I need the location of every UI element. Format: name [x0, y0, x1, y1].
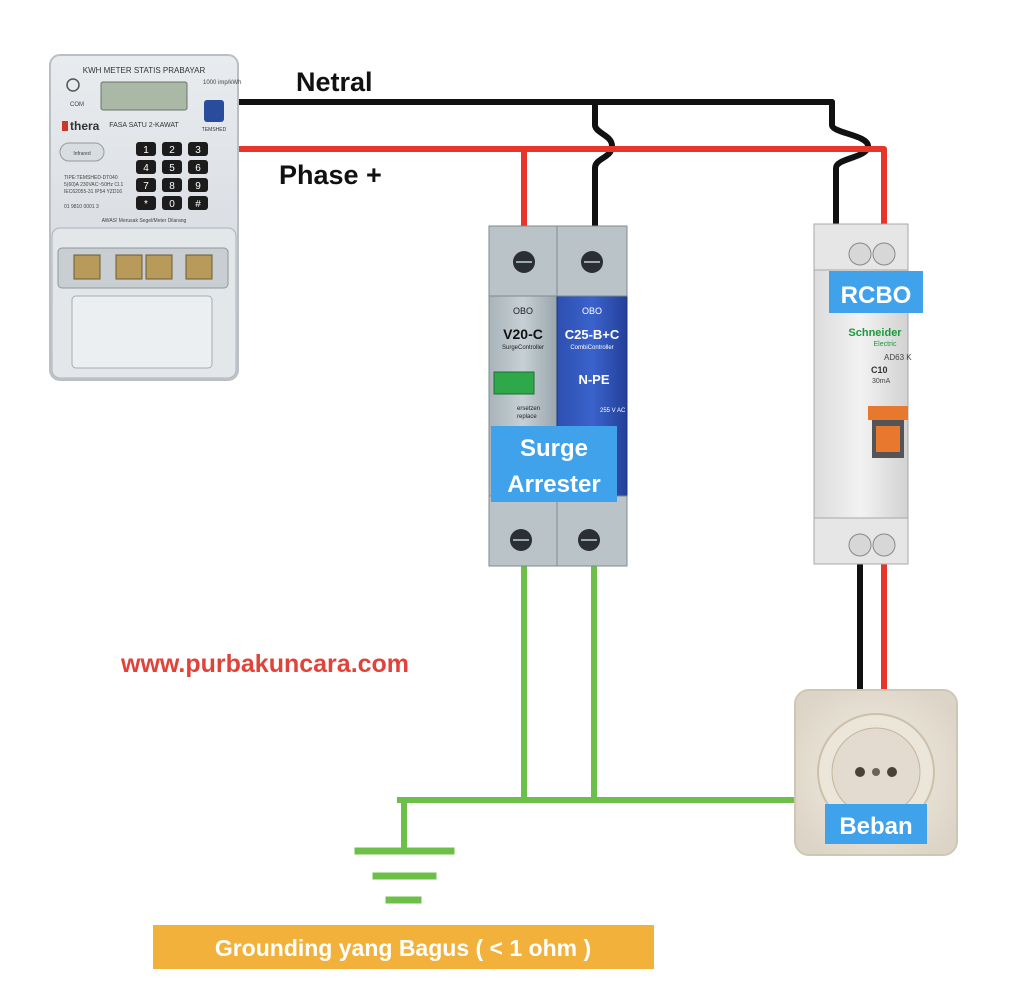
keypad-key[interactable]: [162, 178, 182, 192]
keypad-key-label: 6: [195, 163, 201, 174]
sa-left-model: V20-C: [503, 326, 543, 342]
rcbo-tag-text: RCBO: [841, 282, 912, 309]
keypad-key[interactable]: [162, 142, 182, 156]
neutral-label: Netral: [296, 67, 373, 97]
rcbo-sensitivity: 30mA: [872, 378, 891, 385]
keypad-key-label: #: [195, 199, 201, 210]
keypad-key[interactable]: [136, 196, 156, 210]
surge-tag-line2: Arrester: [507, 471, 600, 498]
keypad-key-label: 5: [169, 163, 175, 174]
keypad-key[interactable]: [136, 160, 156, 174]
phase-wire: [233, 146, 887, 231]
website-link[interactable]: www.purbakuncara.com: [120, 650, 409, 678]
sa-left-text2: replace: [517, 414, 537, 420]
meter-subheader: FASA SATU 2-KAWAT: [109, 122, 179, 129]
sa-brand-right: OBO: [582, 306, 602, 316]
keypad-key-label: 1: [143, 145, 149, 156]
rcbo-toggle-lever: [868, 406, 908, 420]
sa-brand-left: OBO: [513, 306, 533, 316]
sa-left-text1: ersetzen: [517, 406, 540, 412]
keypad-key[interactable]: [188, 160, 208, 174]
meter-header: KWH METER STATIS PRABAYAR: [83, 66, 206, 75]
meter-brand: thera: [70, 119, 100, 133]
rcbo-brand-sub: Electric: [874, 341, 897, 348]
meter-keypad: 1 2 3 4 5 6 7 8 9 * 0 #: [136, 142, 208, 210]
keypad-key[interactable]: [188, 196, 208, 210]
ground-symbol: [354, 847, 455, 904]
keypad-key[interactable]: [136, 142, 156, 156]
meter-type-line1: TIPE:TEMSHED-DT040: [64, 175, 118, 181]
sa-right-spec: 255 V AC: [600, 408, 626, 414]
rcbo-tag: RCBO: [829, 271, 923, 313]
surge-tag-line1: Surge: [520, 435, 588, 462]
keypad-key-label: 3: [195, 145, 201, 156]
surge-arrester-tag: Surge Arrester: [491, 426, 617, 502]
rcbo-brand: Schneider: [848, 327, 902, 339]
grounding-note: Grounding yang Bagus ( < 1 ohm ): [153, 925, 654, 969]
sa-left-sub: SurgeController: [502, 345, 544, 351]
sa-right-sub: CombiController: [570, 345, 613, 351]
keypad-key[interactable]: [188, 142, 208, 156]
keypad-key[interactable]: [136, 178, 156, 192]
terminal-cover: [71, 295, 213, 369]
surge-arrester: OBO OBO V20-C SurgeController C25-B+C Co…: [488, 225, 628, 567]
keypad-key[interactable]: [162, 196, 182, 210]
keypad-key-label: 2: [169, 145, 175, 156]
rcbo-rating: C10: [871, 365, 888, 375]
keypad-key-label: 4: [143, 163, 149, 174]
kwh-meter: KWH METER STATIS PRABAYAR COM 1000 imp/k…: [49, 54, 241, 381]
grounding-note-text: Grounding yang Bagus ( < 1 ohm ): [215, 935, 591, 961]
rcbo-model: AD63 K: [884, 353, 912, 362]
manufacturer-logo: [204, 100, 224, 122]
imp-label: 1000 imp/kWh: [203, 80, 241, 86]
load-tag-text: Beban: [839, 813, 912, 840]
infrared-port: [59, 142, 105, 162]
keypad-key[interactable]: [162, 160, 182, 174]
load-wires: [857, 564, 887, 690]
meter-lcd: [100, 81, 188, 111]
keypad-key[interactable]: [188, 178, 208, 192]
infrared-label: Infrared: [73, 151, 90, 157]
meter-type-line2: 5(60)A 230VAC~50Hz Cl.1: [64, 182, 123, 188]
meter-warning: AWAS! Merusak Segel/Meter Dilarang: [102, 218, 187, 224]
sa-right-model: C25-B+C: [565, 327, 620, 342]
meter-terminals: [57, 247, 229, 289]
status-window: [493, 371, 535, 395]
sa-right-mode: N-PE: [578, 372, 609, 387]
keypad-key-label: *: [144, 199, 148, 210]
terminal-screw-icon: [510, 251, 603, 551]
keypad-key-label: 7: [143, 181, 149, 192]
keypad-key-label: 0: [169, 199, 175, 210]
manufacturer-name: TEMSHED: [202, 127, 227, 133]
keypad-key-label: 8: [169, 181, 175, 192]
phase-label: Phase +: [279, 160, 382, 190]
ground-wire: [397, 563, 809, 851]
antenna-icon: [66, 78, 80, 92]
brand-mark: [62, 121, 68, 131]
com-label: COM: [70, 102, 84, 108]
meter-serial: 01 9810 0001 3: [64, 204, 99, 210]
keypad-key-label: 9: [195, 181, 201, 192]
load-tag: Beban: [825, 804, 927, 844]
meter-type-line3: IEC62055-31 IP54 YZD16: [64, 189, 122, 195]
